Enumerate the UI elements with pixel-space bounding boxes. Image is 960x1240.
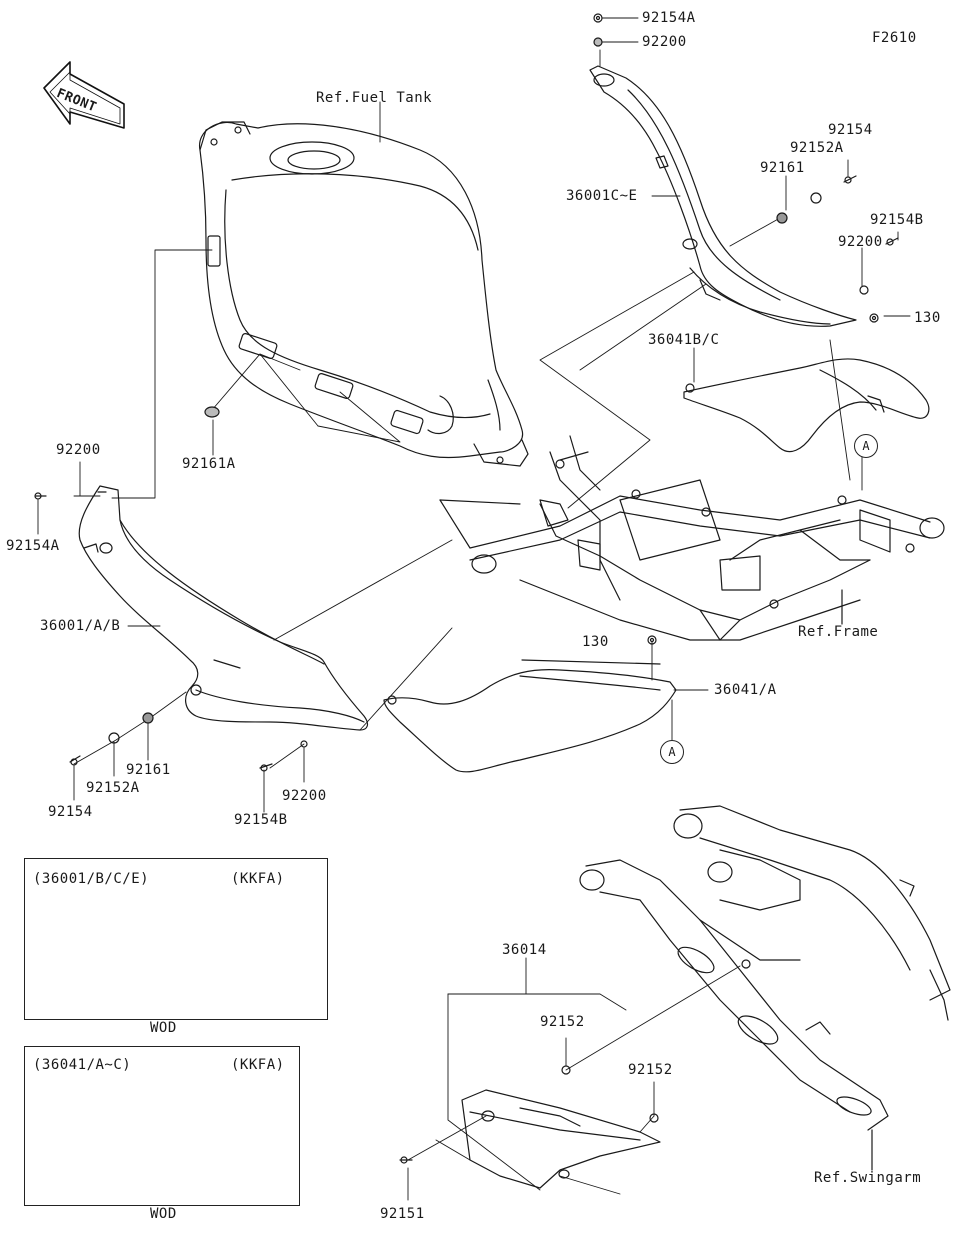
part-label-92161-left: 92161 bbox=[126, 762, 171, 778]
front-arrow-icon bbox=[43, 61, 125, 129]
side-cover-left bbox=[78, 485, 369, 731]
side-cover-upper-right bbox=[589, 65, 857, 327]
side-cover-lower-right bbox=[683, 358, 930, 453]
part-label-92161-right: 92161 bbox=[760, 160, 805, 176]
fastener-icons bbox=[34, 13, 899, 1164]
fuel-tank-reference-shape bbox=[199, 121, 529, 467]
ref-swingarm-label: Ref.Swingarm bbox=[814, 1170, 922, 1186]
callout-a-upper: A bbox=[854, 434, 878, 458]
inset-1-market: (KKFA) bbox=[231, 871, 285, 887]
part-label-92200-mid: 92200 bbox=[282, 788, 327, 804]
part-label-36001C-E: 36001C~E bbox=[566, 188, 638, 204]
part-label-92200-right: 92200 bbox=[838, 234, 883, 250]
inset-1-ref: (36001/B/C/E) bbox=[33, 871, 150, 887]
part-label-130-right: 130 bbox=[914, 310, 941, 326]
leader-lines bbox=[111, 101, 401, 499]
part-label-92154B-right: 92154B bbox=[870, 212, 924, 228]
side-cover-lower-left bbox=[383, 659, 677, 773]
part-label-92152A-left: 92152A bbox=[86, 780, 140, 796]
callout-lines bbox=[37, 17, 911, 1201]
part-label-36041B-C: 36041B/C bbox=[648, 332, 720, 348]
variant-inset-36001: (36001/B/C/E) (KKFA) bbox=[24, 858, 328, 1020]
swingarm-reference-shape bbox=[579, 805, 951, 1171]
part-label-92200-left: 92200 bbox=[56, 442, 101, 458]
part-label-92152-a: 92152 bbox=[540, 1014, 585, 1030]
part-label-36041-A: 36041/A bbox=[714, 682, 777, 698]
ref-frame-label: Ref.Frame bbox=[798, 624, 879, 640]
part-label-130-mid: 130 bbox=[582, 634, 609, 650]
part-label-92154B-left: 92154B bbox=[234, 812, 288, 828]
part-label-92154-left: 92154 bbox=[48, 804, 93, 820]
part-label-36001-A-B: 36001/A/B bbox=[40, 618, 121, 634]
part-label-92151: 92151 bbox=[380, 1206, 425, 1222]
ref-fuel-tank-label: Ref.Fuel Tank bbox=[316, 90, 433, 106]
part-label-92154A-top: 92154A bbox=[642, 10, 696, 26]
chain-guard-shape bbox=[461, 1089, 661, 1189]
variant-inset-36041: (36041/A~C) (KKFA) bbox=[24, 1046, 300, 1206]
inset-2-caption: WOD bbox=[150, 1206, 177, 1222]
part-label-92154-right: 92154 bbox=[828, 122, 873, 138]
frame-reference-shape bbox=[439, 435, 945, 641]
inset-2-market: (KKFA) bbox=[231, 1057, 285, 1073]
part-label-92154A-left: 92154A bbox=[6, 538, 60, 554]
inset-2-ref: (36041/A~C) bbox=[33, 1057, 132, 1073]
part-label-36014: 36014 bbox=[502, 942, 547, 958]
callout-a-lower: A bbox=[660, 740, 684, 764]
part-label-92152A-right: 92152A bbox=[790, 140, 844, 156]
part-label-92161A: 92161A bbox=[182, 456, 236, 472]
part-label-92200-top: 92200 bbox=[642, 34, 687, 50]
inset-1-caption: WOD bbox=[150, 1020, 177, 1036]
diagram-code: F2610 bbox=[872, 30, 917, 46]
part-label-92152-b: 92152 bbox=[628, 1062, 673, 1078]
